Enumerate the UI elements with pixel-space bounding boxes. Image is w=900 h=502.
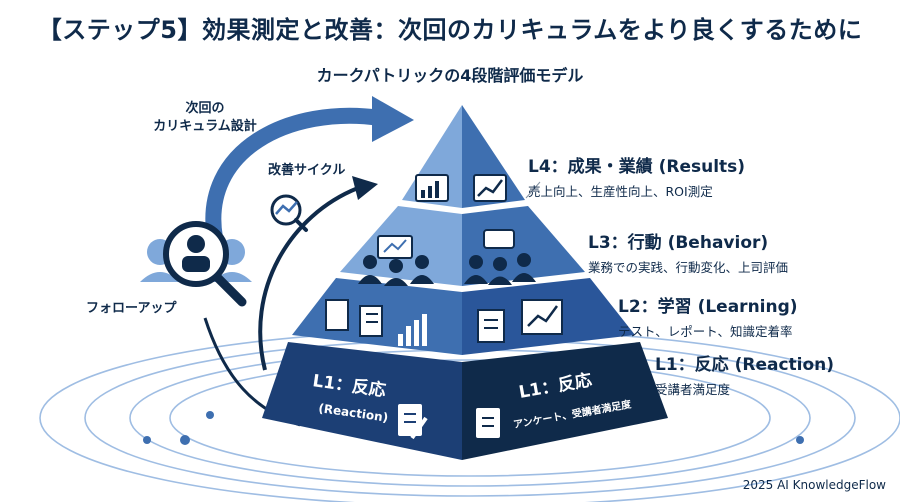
level-4-label: L4：成果・業績 (Results) 売上向上、生産性向上、ROI測定 [528, 152, 745, 200]
clipboard-pen-icon [398, 404, 428, 440]
analysis-lens-icon [270, 194, 308, 232]
growth-chart-icon-left [415, 174, 449, 202]
footer-credit: 2025 AI KnowledgeFlow [742, 478, 886, 492]
level-connectors [525, 181, 541, 199]
level-3-heading: L3：行動 (Behavior) [588, 233, 769, 253]
pyramid-l1-left [262, 342, 462, 460]
page-subtitle: カークパトリックの4段階評価モデル [316, 66, 584, 85]
cycle-arrow-inner-head [352, 176, 378, 200]
next-curriculum-line-2: カリキュラム設計 [153, 118, 257, 134]
level-1-heading: L1：反応 (Reaction) [655, 355, 835, 375]
cycle-arrow-outer-head [372, 96, 414, 142]
bar-chart-icon [398, 314, 427, 346]
improvement-cycle-label: 改善サイクル [268, 163, 346, 178]
next-curriculum-line-1: 次回の [185, 101, 225, 116]
level-4-heading: L4：成果・業績 (Results) [528, 157, 746, 177]
cycle-arrow-inner [258, 186, 359, 371]
checklist-icon [325, 299, 383, 337]
growth-chart-icon-right [473, 174, 507, 202]
test-sheet-icon [477, 309, 505, 343]
level-3-description: 業務での実践、行動変化、上司評価 [588, 260, 789, 275]
pyramid-l1-right [462, 342, 668, 460]
ripple-dots [143, 411, 804, 445]
level-4-description: 売上向上、生産性向上、ROI測定 [528, 184, 713, 199]
pyramid-l3-right [462, 206, 585, 286]
level-2-label: L2：学習 (Learning) テスト、レポート、知識定着率 [618, 292, 798, 340]
level-2-description: テスト、レポート、知識定着率 [618, 324, 793, 339]
level-1-label: L1：反応 (Reaction) 受講者満足度 [655, 350, 834, 398]
team-meeting-icon [358, 235, 434, 286]
cycle-arrow-outer [205, 107, 388, 246]
follow-up-label: フォローアップ [86, 301, 177, 316]
survey-icon [476, 408, 500, 438]
line-chart-icon [521, 299, 563, 335]
magnifier-people-icon [140, 221, 252, 307]
next-curriculum-label: 次回の カリキュラム設計 [130, 100, 280, 135]
discussion-icon [464, 229, 536, 285]
level-2-heading: L2：学習 (Learning) [618, 297, 798, 317]
page-title: 【ステップ5】効果測定と改善：次回のカリキュラムをより良くするために [37, 16, 863, 44]
level-1-description: 受講者満足度 [655, 382, 731, 397]
level-3-label: L3：行動 (Behavior) 業務での実践、行動変化、上司評価 [588, 228, 788, 276]
